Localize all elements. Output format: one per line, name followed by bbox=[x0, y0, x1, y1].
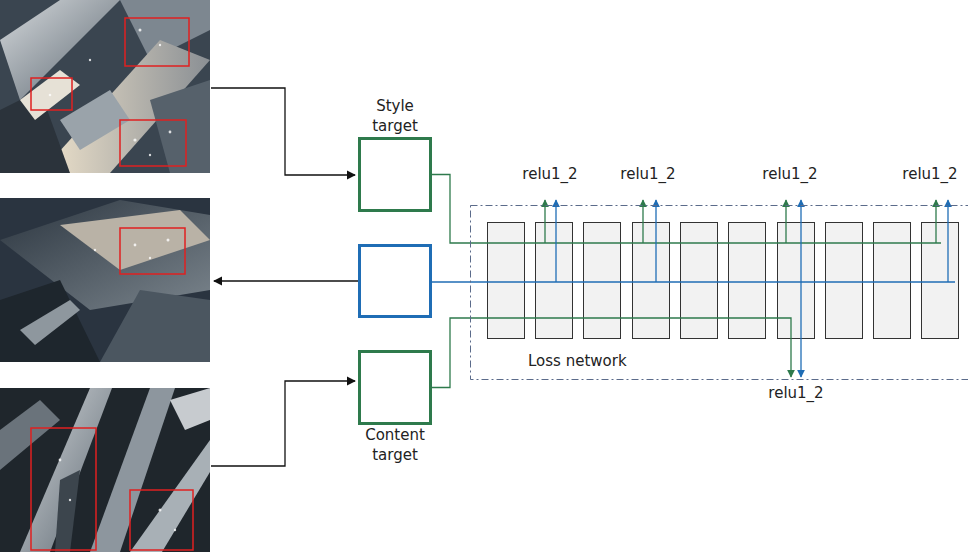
metal-shard bbox=[130, 440, 210, 552]
feature-arrow bbox=[544, 200, 545, 243]
highlight-boxes bbox=[31, 18, 189, 166]
feature-arrow bbox=[935, 200, 936, 243]
water-drop bbox=[133, 138, 136, 141]
layer-block bbox=[922, 223, 959, 339]
layer-block bbox=[874, 223, 911, 339]
photo-ground bbox=[0, 388, 210, 552]
water-drop bbox=[169, 131, 172, 134]
style-photo bbox=[0, 0, 210, 173]
water-drop bbox=[159, 44, 161, 46]
metal-shard bbox=[0, 400, 60, 470]
water-drop bbox=[139, 29, 142, 32]
feature-wire bbox=[432, 175, 470, 244]
generated-box bbox=[360, 246, 431, 317]
layer-name: relu1_2 bbox=[620, 165, 675, 183]
input-arrow bbox=[211, 88, 355, 175]
photo-ground bbox=[0, 198, 210, 362]
layer-block bbox=[826, 223, 863, 339]
feature-wire bbox=[432, 318, 470, 388]
style-wire bbox=[470, 242, 941, 243]
highlight-box bbox=[31, 428, 96, 550]
water-drop bbox=[49, 94, 52, 97]
highlight-box bbox=[125, 18, 189, 66]
highlight-boxes bbox=[31, 428, 193, 550]
content-wire bbox=[470, 318, 791, 377]
water-drop bbox=[167, 239, 170, 242]
water-drop bbox=[159, 509, 162, 512]
feature-arrow bbox=[947, 200, 948, 282]
layer-name: relu1_2 bbox=[902, 165, 957, 183]
water-drop bbox=[89, 59, 91, 61]
output-photo bbox=[0, 198, 210, 362]
metal-shard bbox=[60, 210, 210, 270]
box-heading: Content target bbox=[353, 426, 437, 465]
photo-ground bbox=[0, 0, 210, 173]
water-drops bbox=[94, 239, 170, 260]
layer-block bbox=[729, 223, 766, 339]
metal-shard bbox=[150, 80, 210, 173]
water-drop bbox=[69, 499, 71, 501]
feature-arrow bbox=[655, 200, 656, 282]
metal-shard bbox=[20, 300, 80, 345]
input-arrow bbox=[211, 381, 355, 466]
output-arrow bbox=[214, 280, 358, 281]
metal-shard bbox=[20, 70, 80, 120]
metal-shard bbox=[0, 280, 100, 362]
loss-network-region: Loss network bbox=[470, 205, 967, 380]
box-heading: Style target bbox=[353, 97, 437, 136]
feature-arrow bbox=[800, 282, 801, 377]
layer-block bbox=[536, 223, 573, 339]
style-target-box: Style target bbox=[358, 137, 432, 212]
metal-shard bbox=[55, 470, 80, 552]
content-target-box: Content target bbox=[358, 350, 432, 425]
content-photo bbox=[0, 388, 210, 552]
layer-name: relu1_2 bbox=[768, 384, 823, 402]
water-drop bbox=[149, 257, 151, 259]
water-drop bbox=[134, 244, 137, 247]
green-wires bbox=[470, 200, 941, 377]
feature-arrow bbox=[785, 200, 786, 243]
water-drop bbox=[59, 459, 62, 462]
metal-shard bbox=[100, 290, 210, 362]
layer-block bbox=[778, 223, 815, 339]
layer-block bbox=[584, 223, 621, 339]
region-border bbox=[471, 206, 968, 380]
highlight-box bbox=[120, 120, 186, 166]
region-label: Loss network bbox=[528, 352, 627, 372]
generated-wire bbox=[432, 281, 955, 282]
blue-wires bbox=[432, 200, 955, 377]
highlight-box bbox=[120, 228, 185, 274]
layer-block bbox=[488, 223, 525, 339]
highlight-box bbox=[31, 78, 72, 110]
water-drops bbox=[59, 459, 177, 532]
image-arrows bbox=[211, 88, 358, 466]
water-drop bbox=[94, 249, 96, 251]
water-drops bbox=[49, 29, 172, 157]
layer-block bbox=[633, 223, 670, 339]
metal-shard bbox=[170, 388, 210, 430]
water-drop bbox=[174, 529, 176, 531]
feature-arrow bbox=[642, 200, 643, 243]
layer-block bbox=[681, 223, 718, 339]
feature-arrow bbox=[555, 200, 556, 282]
network-layers bbox=[488, 223, 959, 339]
layer-name: relu1_2 bbox=[762, 165, 817, 183]
highlight-box bbox=[130, 490, 193, 550]
feature-arrow bbox=[800, 200, 801, 282]
water-drop bbox=[149, 154, 151, 156]
layer-name: relu1_2 bbox=[522, 165, 577, 183]
